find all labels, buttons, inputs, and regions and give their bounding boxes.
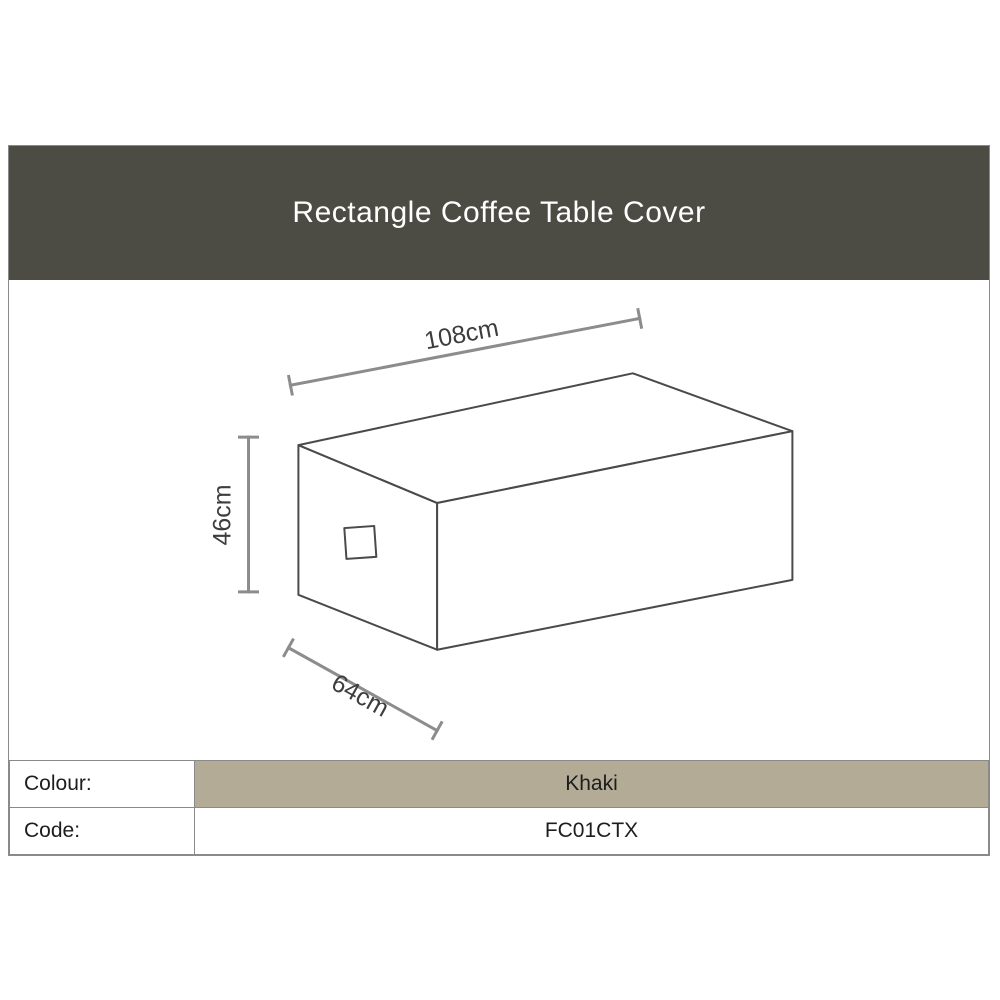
table-cover-drawing <box>297 372 794 651</box>
spec-row-colour: Colour: Khaki <box>9 760 989 808</box>
dimension-depth-tick-end <box>430 720 444 741</box>
dimension-lines <box>238 307 644 741</box>
dimension-depth-line <box>286 645 440 733</box>
colour-label: Colour: <box>9 760 195 808</box>
colour-value: Khaki <box>194 760 989 808</box>
header-band: Rectangle Coffee Table Cover <box>9 146 989 280</box>
dimension-depth-label: 64cm <box>327 669 394 723</box>
dimension-length-line <box>288 316 642 388</box>
dimension-height-label: 46cm <box>209 485 237 546</box>
cover-label-patch <box>343 524 378 560</box>
box-right-face <box>436 430 794 651</box>
dimension-length-tick-end <box>636 307 644 329</box>
dimension-depth-tick-start <box>282 637 295 658</box>
code-label: Code: <box>9 807 195 855</box>
drawing-area: 108cm 46cm 64cm <box>9 280 989 760</box>
product-diagram: 108cm 46cm 64cm <box>209 307 794 741</box>
dimension-length-label: 108cm <box>422 314 501 356</box>
spec-table: Colour: Khaki Code: FC01CTX <box>9 760 989 855</box>
product-card: Rectangle Coffee Table Cover <box>8 145 990 856</box>
dimension-length-tick-start <box>286 374 294 396</box>
spec-row-code: Code: FC01CTX <box>9 807 989 855</box>
code-value: FC01CTX <box>194 807 989 855</box>
page-title: Rectangle Coffee Table Cover <box>292 196 706 229</box>
